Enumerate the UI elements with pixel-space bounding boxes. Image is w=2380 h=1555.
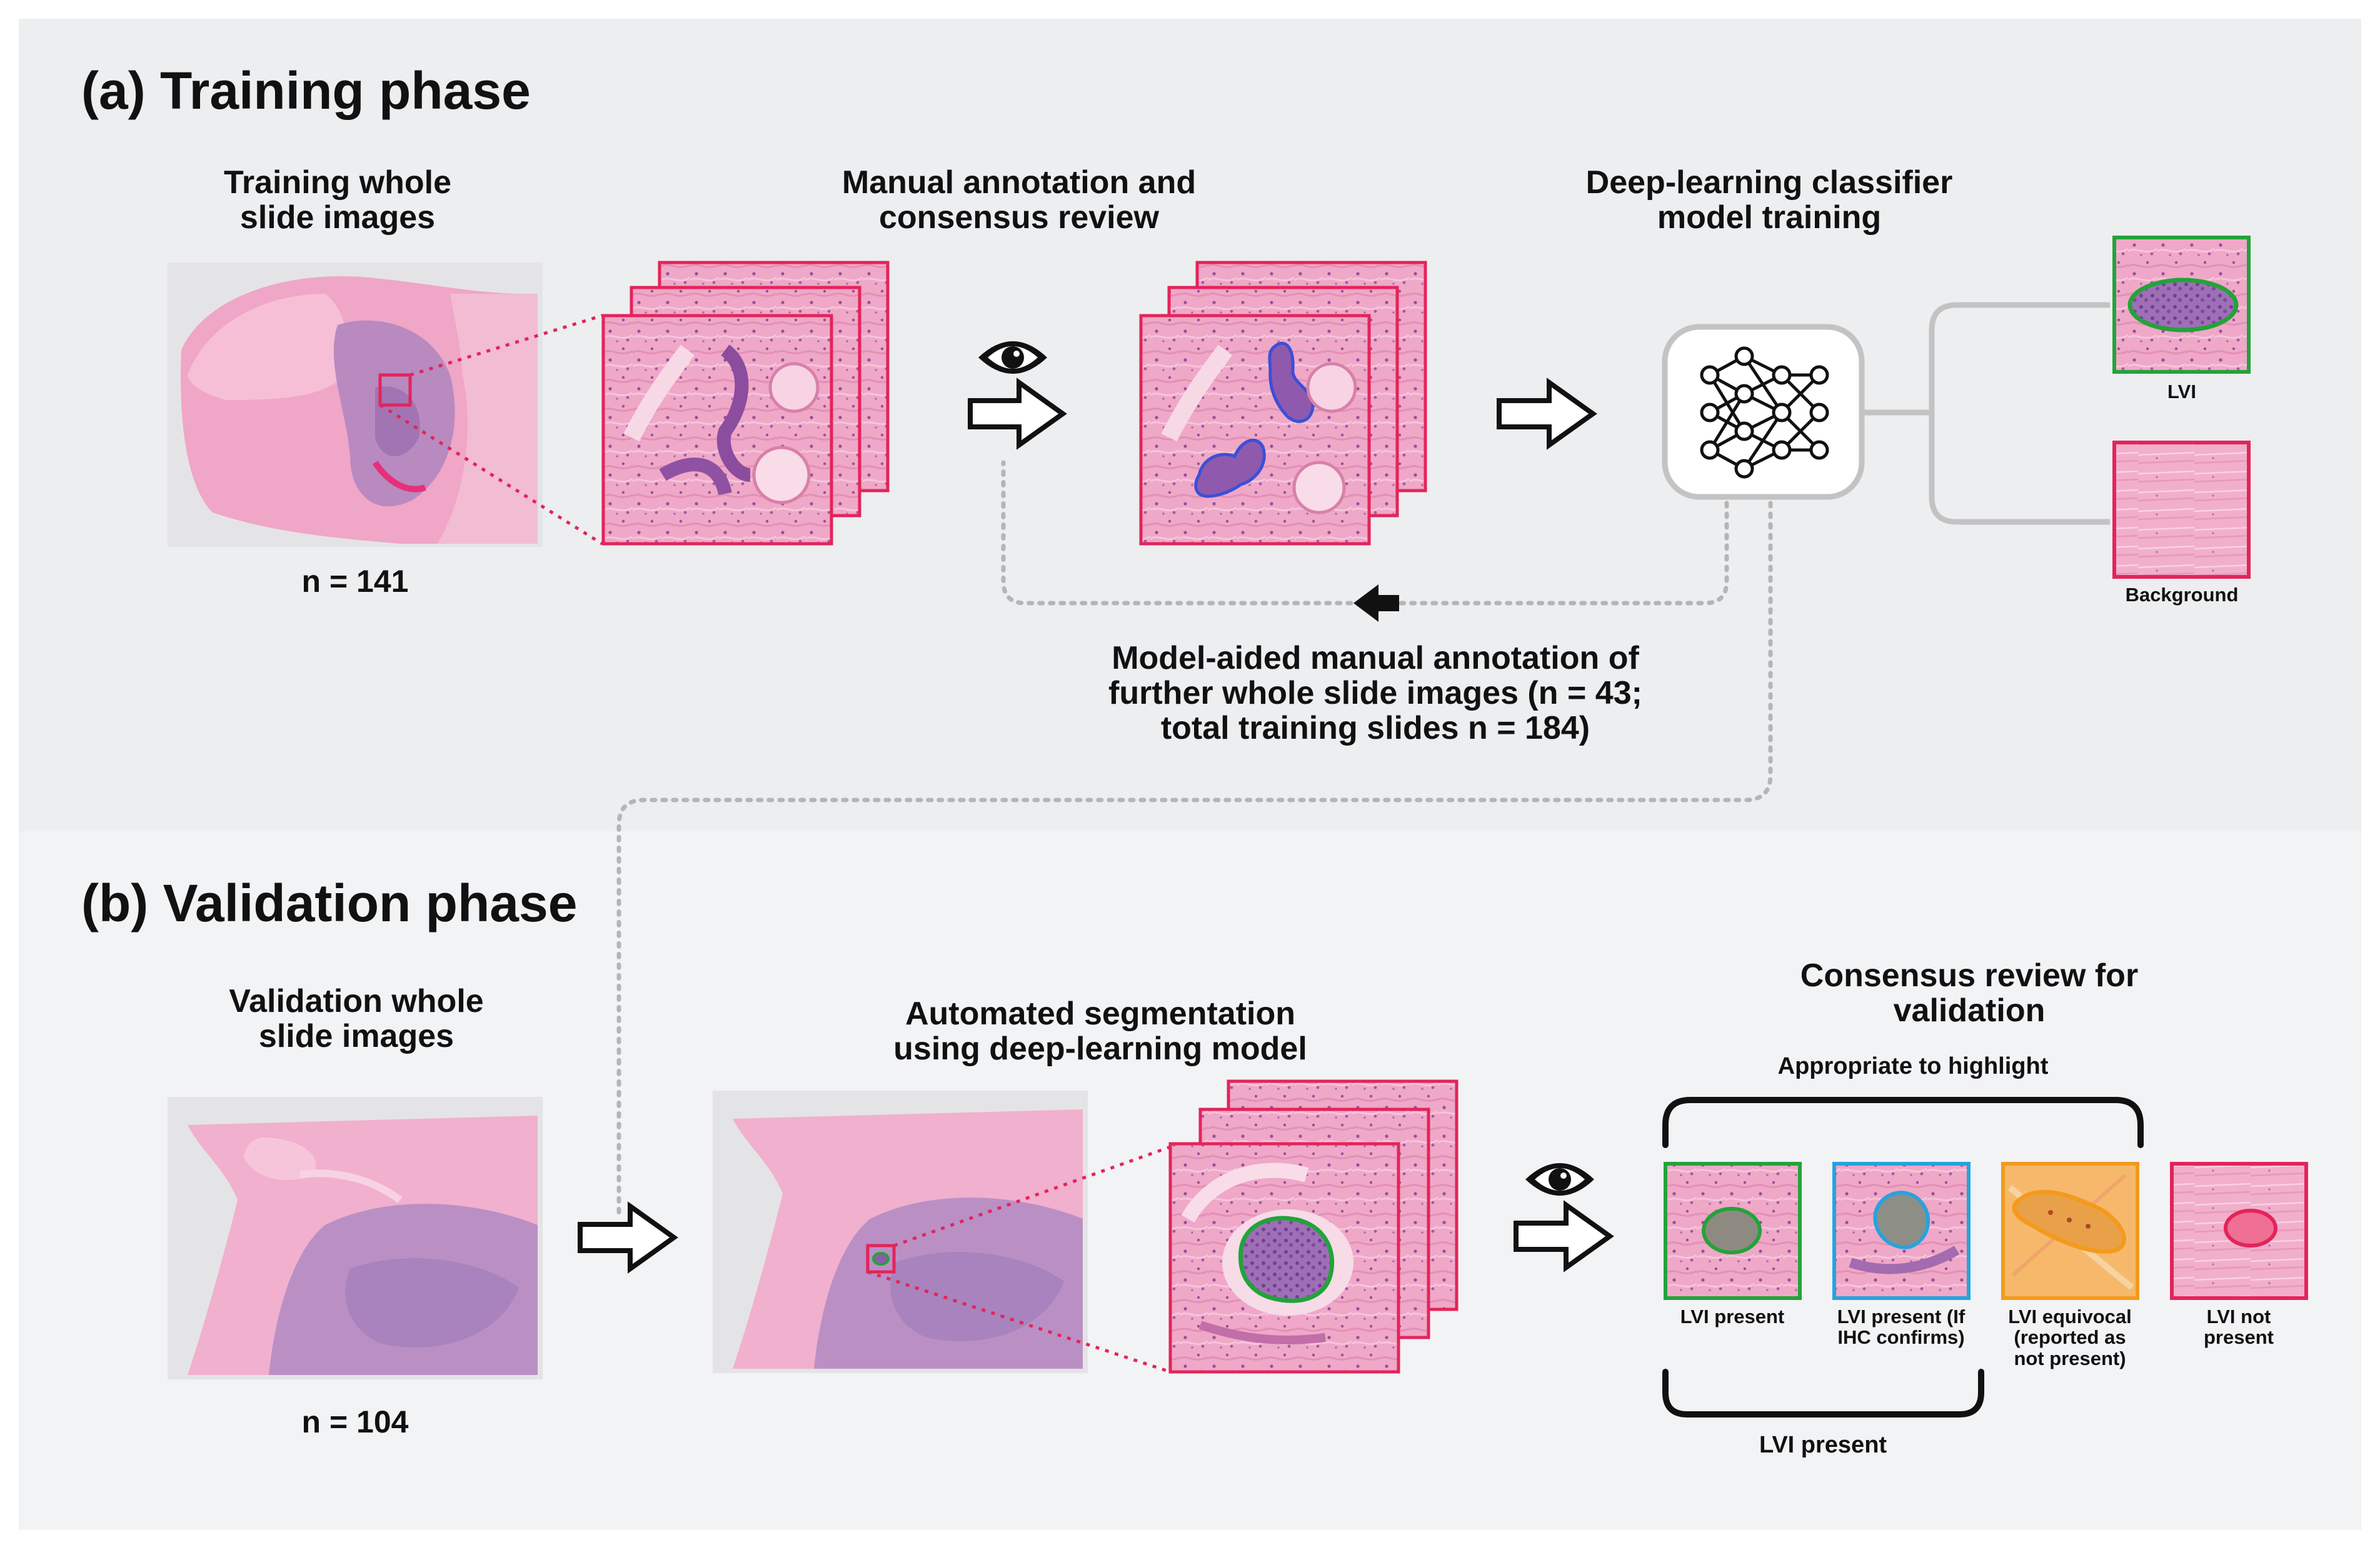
model-box [1662, 324, 1865, 500]
training-slides-heading: Training whole slide images [223, 164, 452, 236]
output-lvi-label: LVI [2167, 381, 2196, 402]
neural-network-nodes [1700, 346, 1829, 479]
blue-annotation-outline-2 [1194, 438, 1266, 498]
segmentation-slide-thumbnail [713, 1091, 1088, 1373]
validation-phase-title: (b) Validation phase [81, 874, 578, 932]
segmentation-zoom-line-bottom [867, 1270, 1171, 1374]
model-output-connector [1864, 302, 2110, 525]
category-patch-lvi-not-present [2170, 1162, 2308, 1300]
annotated-patch-stack [1139, 261, 1427, 546]
model-to-validation-dotted-path [616, 501, 1773, 1221]
validation-slides-count: n = 104 [301, 1404, 409, 1439]
annotation-heading: Manual annotation and consensus review [841, 164, 1197, 236]
training-slide-thumbnail [168, 262, 543, 547]
highlight-bracket [1662, 1097, 2144, 1148]
validation-slides-heading: Validation whole slide images [229, 983, 484, 1055]
feedback-dotted-loop [1001, 460, 1729, 606]
validation-slide-thumbnail [168, 1097, 543, 1379]
flow-arrow-to-consensus [1514, 1200, 1614, 1272]
category-label-lvi-equivocal: LVI equivocal (reported as not present) [2008, 1306, 2132, 1369]
output-lvi-patch [2112, 236, 2251, 374]
training-roi-zoom-line-bottom [379, 403, 603, 546]
consensus-heading: Consensus review for validation [1800, 958, 2139, 1029]
lvi-present-group-label: LVI present [1759, 1432, 1887, 1458]
flow-arrow-to-annotation [968, 378, 1067, 450]
training-roi-zoom-line-top [409, 314, 603, 377]
category-patch-lvi-present-ihc [1832, 1162, 1971, 1300]
feedback-direction-arrow [1353, 584, 1399, 622]
output-background-label: Background [2125, 584, 2239, 606]
segmentation-patch-stack [1168, 1079, 1459, 1374]
training-patch-stack [601, 261, 890, 546]
blue-annotation-outline-1 [1268, 341, 1315, 423]
flow-arrow-to-model [1497, 378, 1597, 450]
category-patch-lvi-present [1664, 1162, 1802, 1300]
lvi-present-bracket [1662, 1369, 1984, 1418]
category-label-lvi-not-present: LVI not present [2204, 1306, 2274, 1349]
training-slides-count: n = 141 [301, 564, 409, 599]
flow-arrow-to-segmentation [578, 1201, 678, 1274]
segmentation-roi-box [866, 1244, 896, 1274]
model-heading: Deep-learning classifier model training [1585, 164, 1953, 236]
category-label-lvi-present: LVI present [1680, 1306, 1785, 1328]
category-patch-lvi-equivocal [2001, 1162, 2139, 1300]
training-phase-title: (a) Training phase [81, 61, 531, 120]
output-background-patch [2112, 441, 2251, 579]
feedback-note: Model-aided manual annotation of further… [1108, 640, 1642, 747]
green-segmentation-outline [1238, 1216, 1335, 1303]
training-slide-roi-box [378, 373, 412, 407]
category-label-lvi-present-ihc: LVI present (If IHC confirms) [1837, 1306, 1966, 1349]
highlight-label: Appropriate to highlight [1777, 1053, 2049, 1079]
segmentation-roi-detection [872, 1252, 890, 1266]
eye-icon [978, 341, 1047, 374]
eye-icon [1525, 1163, 1594, 1196]
segmentation-heading: Automated segmentation using deep-learni… [893, 996, 1307, 1068]
